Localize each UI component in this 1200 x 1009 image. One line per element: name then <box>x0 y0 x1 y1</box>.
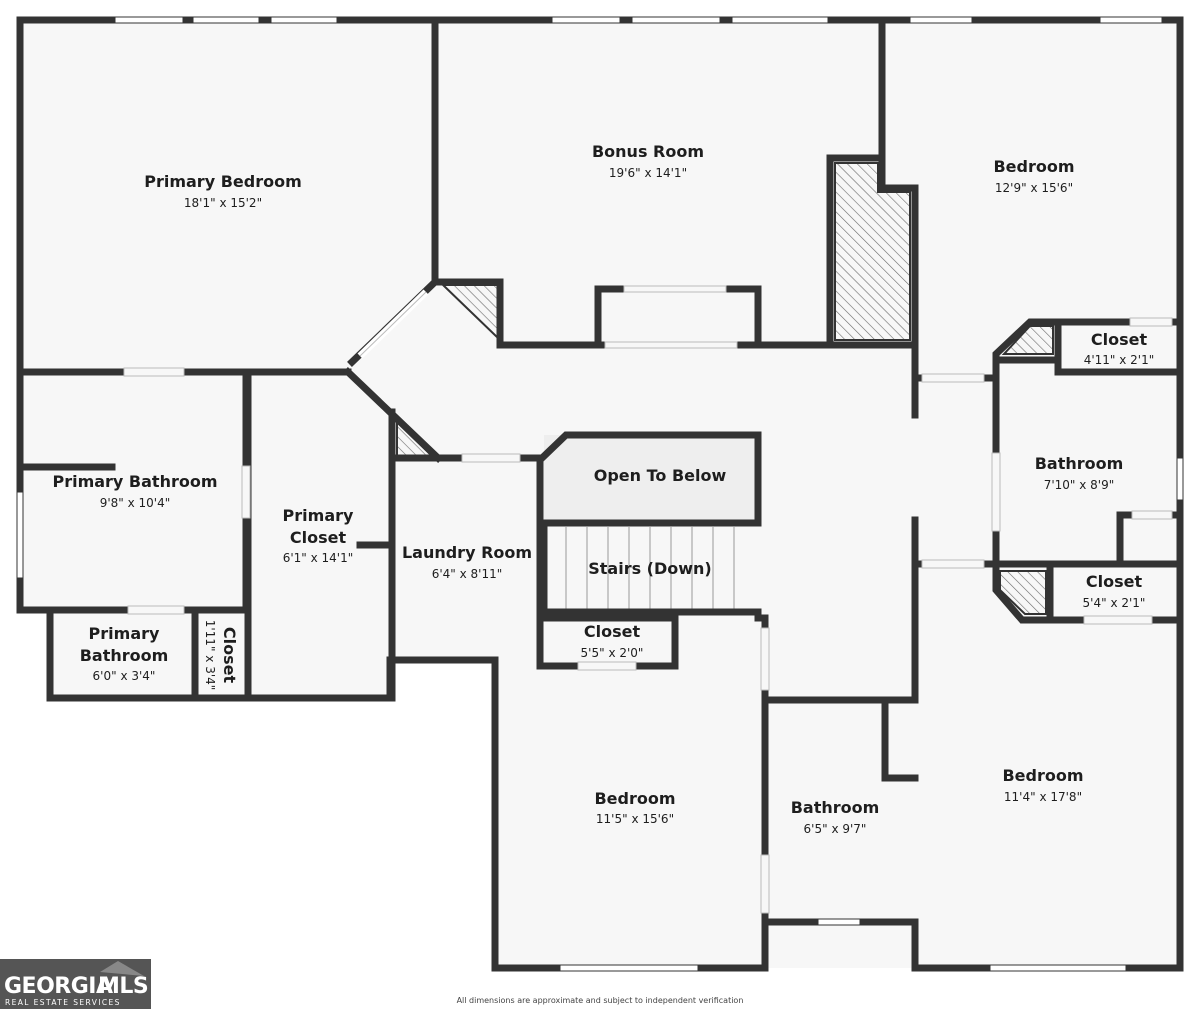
room-name: Laundry Room <box>402 543 532 562</box>
floor-fills <box>20 20 1180 970</box>
stairs-treads <box>565 527 735 609</box>
room-name: Bedroom <box>993 157 1074 176</box>
room-name: Bathroom <box>791 798 880 817</box>
room-dimensions: 5'4" x 2'1" <box>1083 596 1146 610</box>
room-name: Primary Bathroom <box>52 472 217 491</box>
room-labels: Primary Bedroom 18'1" x 15'2" Bonus Room… <box>52 142 1154 836</box>
room-name: Bedroom <box>594 789 675 808</box>
room-dimensions: 9'8" x 10'4" <box>100 496 171 510</box>
room-dimensions: 6'1" x 14'1" <box>283 551 354 565</box>
room-dimensions: 6'4" x 8'11" <box>432 567 503 581</box>
room-name-line-1: Primary <box>89 624 160 643</box>
room-primary-bedroom: Primary Bedroom 18'1" x 15'2" <box>144 172 302 210</box>
room-dimensions: 6'0" x 3'4" <box>93 669 156 683</box>
room-closet-ne: Closet 4'11" x 2'1" <box>1084 330 1155 367</box>
room-dimensions: 19'6" x 14'1" <box>609 166 687 180</box>
room-closet-e: Closet 5'4" x 2'1" <box>1083 572 1146 610</box>
room-bathroom-e: Bathroom 7'10" x 8'9" <box>1035 454 1124 492</box>
georgia-mls-logo: GEORGIA MLS REAL ESTATE SERVICES <box>0 959 151 1009</box>
windows <box>16 16 1184 972</box>
open-to-below-area <box>544 435 758 523</box>
room-name: Bedroom <box>1002 766 1083 785</box>
room-closet-center: Closet 5'5" x 2'0" <box>581 622 644 660</box>
room-bonus-room: Bonus Room 19'6" x 14'1" <box>592 142 704 180</box>
room-primary-bathroom: Primary Bathroom 9'8" x 10'4" <box>52 472 217 510</box>
logo-text-georgia: GEORGIA <box>4 974 113 999</box>
room-name-line-2: Closet <box>290 528 347 547</box>
room-name: Closet <box>584 622 641 641</box>
room-name: Closet <box>1086 572 1143 591</box>
room-dimensions: 11'5" x 15'6" <box>596 812 674 826</box>
room-name: Closet <box>1091 330 1148 349</box>
room-name-line-2: Bathroom <box>80 646 169 665</box>
room-dimensions: 1'11" x 3'4" <box>203 620 217 691</box>
room-name: Bathroom <box>1035 454 1124 473</box>
angled-door <box>357 289 429 359</box>
room-primary-bathroom-small: Primary Bathroom 6'0" x 3'4" <box>80 624 169 683</box>
room-stairs: Stairs (Down) <box>588 559 712 578</box>
room-laundry-room: Laundry Room 6'4" x 8'11" <box>402 543 532 581</box>
room-bathroom-s: Bathroom 6'5" x 9'7" <box>791 798 880 836</box>
room-dimensions: 6'5" x 9'7" <box>804 822 867 836</box>
room-primary-closet: Primary Closet 6'1" x 14'1" <box>283 506 354 565</box>
room-dimensions: 12'9" x 15'6" <box>995 181 1073 195</box>
room-open-to-below: Open To Below <box>594 466 727 485</box>
room-name: Bonus Room <box>592 142 704 161</box>
door-openings <box>123 285 1173 914</box>
logo-subtitle: REAL ESTATE SERVICES <box>5 998 121 1007</box>
room-bedroom-se: Bedroom 11'4" x 17'8" <box>1002 766 1083 804</box>
room-bedroom-s: Bedroom 11'5" x 15'6" <box>594 789 675 826</box>
room-name-line-1: Primary <box>283 506 354 525</box>
room-dimensions: 4'11" x 2'1" <box>1084 353 1155 367</box>
room-closet-vertical: Closet 1'11" x 3'4" <box>203 620 239 691</box>
room-name: Open To Below <box>594 466 727 485</box>
room-dimensions: 18'1" x 15'2" <box>184 196 262 210</box>
room-dimensions: 11'4" x 17'8" <box>1004 790 1082 804</box>
logo-text-mls: MLS <box>98 974 148 999</box>
disclaimer-text: All dimensions are approximate and subje… <box>457 996 744 1005</box>
room-name: Closet <box>220 627 239 684</box>
room-dimensions: 5'5" x 2'0" <box>581 646 644 660</box>
room-name: Stairs (Down) <box>588 559 712 578</box>
room-bedroom-ne: Bedroom 12'9" x 15'6" <box>993 157 1074 195</box>
room-name: Primary Bedroom <box>144 172 302 191</box>
room-dimensions: 7'10" x 8'9" <box>1044 478 1115 492</box>
